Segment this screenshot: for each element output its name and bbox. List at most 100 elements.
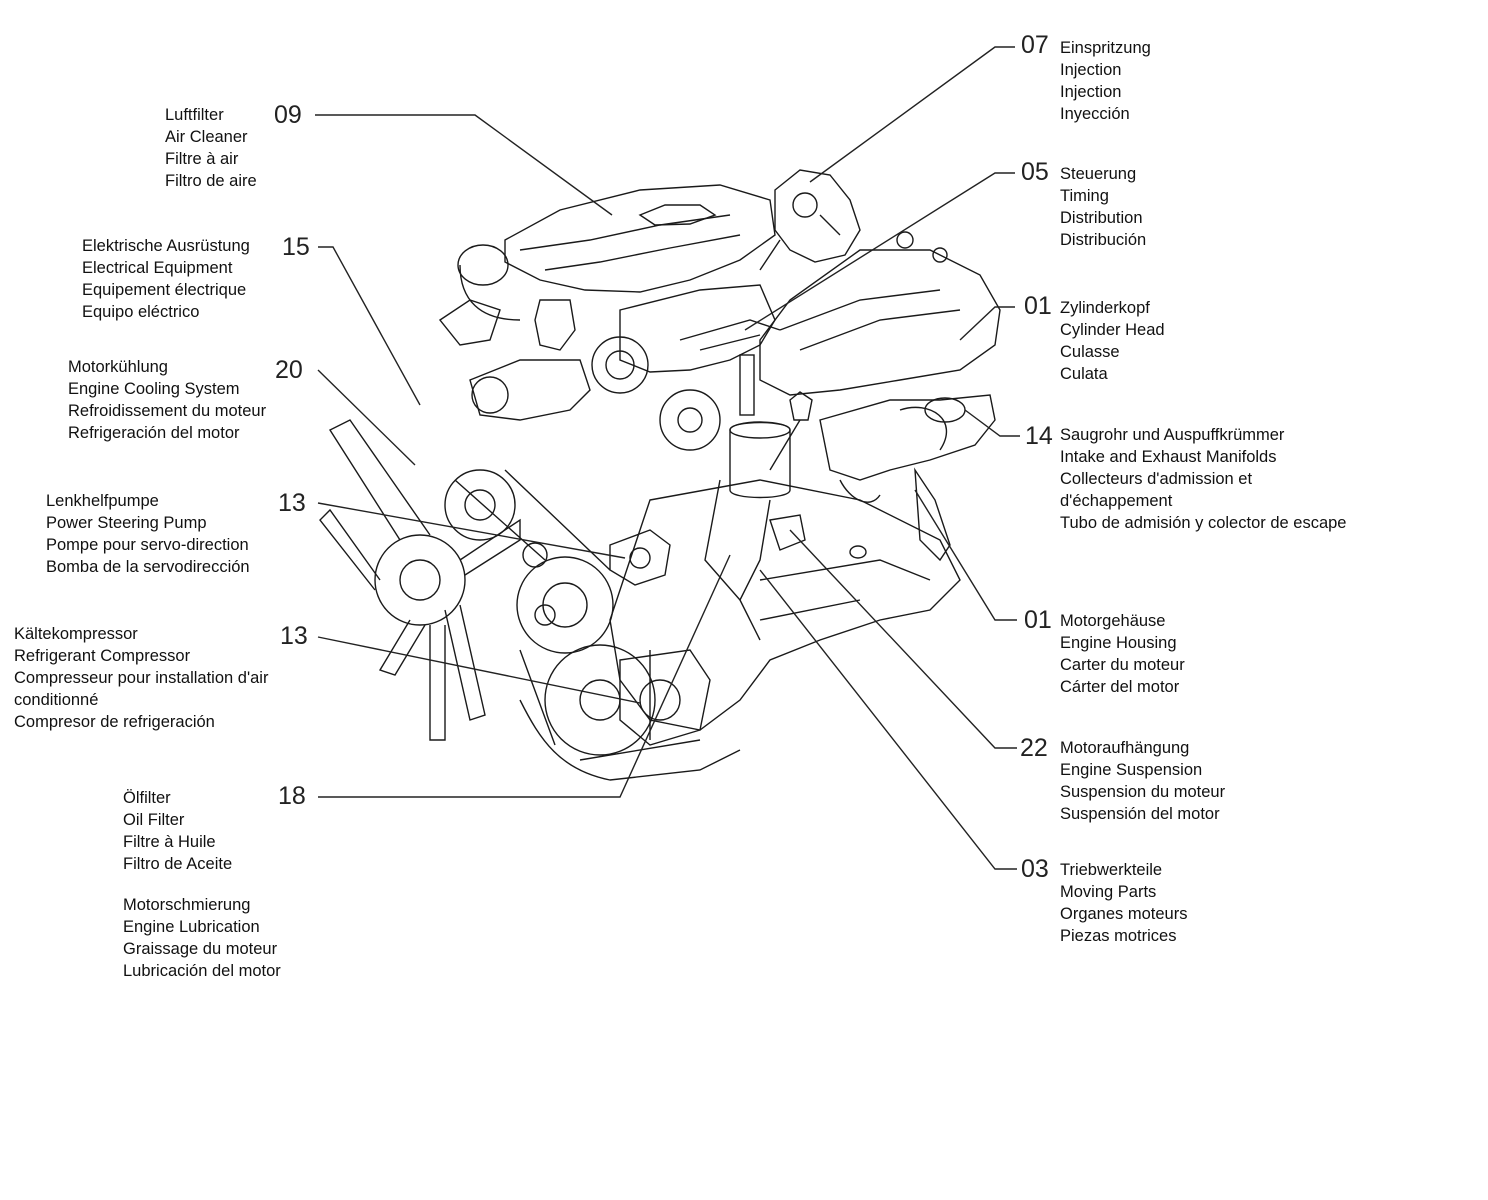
leader-22 [789, 529, 1017, 749]
label-line: Triebwerkteile [1060, 861, 1163, 879]
leader-13-steering [317, 502, 626, 559]
label-line: Moving Parts [1060, 883, 1157, 901]
label-line: Motoraufhängung [1060, 739, 1190, 757]
label-line: Engine Housing [1060, 634, 1177, 652]
label-line: Bomba de la servodirección [46, 558, 250, 576]
label-line: Motorkühlung [68, 358, 168, 376]
label-line: Tubo de admisión y colector de escape [1060, 514, 1347, 532]
label-line: Culasse [1060, 343, 1120, 361]
leader-13-compressor [317, 636, 641, 704]
callout-number-engine-suspension: 22 [1020, 734, 1048, 762]
callout-number-manifolds: 14 [1025, 422, 1053, 450]
label-line: Saugrohr und Auspuffkrümmer [1060, 426, 1285, 444]
callout-label-air-cleaner: Luftfilter Air Cleaner Filtre à air Filt… [165, 104, 257, 192]
label-line: Piezas motrices [1060, 927, 1177, 945]
callout-label-compressor: Kältekompressor Refrigerant Compressor C… [14, 623, 314, 733]
leader-20 [317, 369, 416, 466]
label-line: Inyección [1060, 105, 1130, 123]
label-line: Equipement électrique [82, 281, 247, 299]
leader-01-housing [914, 489, 1017, 621]
callout-label-injection: Einspritzung Injection Injection Inyecci… [1060, 37, 1151, 125]
callout-number-oil-filter: 18 [278, 782, 306, 810]
leader-14 [964, 409, 1020, 437]
callout-number-air-cleaner: 09 [274, 101, 302, 129]
label-line: Distribución [1060, 231, 1147, 249]
label-line: Refroidissement du moteur [68, 402, 267, 420]
label-line: Oil Filter [123, 811, 185, 829]
label-line: Filtre à air [165, 150, 239, 168]
leader-05 [744, 172, 1015, 331]
label-line: Lubricación del motor [123, 962, 281, 980]
label-line: Refrigerant Compressor [14, 647, 191, 665]
leader-07 [809, 46, 1015, 183]
label-engine-lubrication: Motorschmierung Engine Lubrication Grais… [123, 894, 281, 982]
label-line: Compresseur pour installation d'air cond… [14, 669, 269, 709]
label-line: Injection [1060, 61, 1122, 79]
callout-number-injection: 07 [1021, 31, 1049, 59]
label-line: Steuerung [1060, 165, 1137, 183]
callout-label-steering-pump: Lenkhelfpumpe Power Steering Pump Pompe … [46, 490, 250, 578]
leader-lines [315, 46, 1020, 870]
label-line: Luftfilter [165, 106, 224, 124]
label-line: Equipo eléctrico [82, 303, 200, 321]
label-line: Pompe pour servo-direction [46, 536, 249, 554]
label-line: Suspensión del motor [1060, 805, 1220, 823]
label-line: Collecteurs d'admission et [1060, 470, 1253, 488]
callout-label-electrical: Elektrische Ausrüstung Electrical Equipm… [82, 235, 250, 323]
label-line: Elektrische Ausrüstung [82, 237, 250, 255]
leader-09 [315, 114, 613, 216]
callout-number-steering-pump: 13 [278, 489, 306, 517]
label-line: Power Steering Pump [46, 514, 207, 532]
callout-number-cooling: 20 [275, 356, 303, 384]
label-line: Motorgehäuse [1060, 612, 1166, 630]
label-line: Compresor de refrigeración [14, 713, 215, 731]
callout-label-engine-housing: Motorgehäuse Engine Housing Carter du mo… [1060, 610, 1185, 698]
callout-label-cylinder-head: Zylinderkopf Cylinder Head Culasse Culat… [1060, 297, 1165, 385]
label-line: Cylinder Head [1060, 321, 1165, 339]
callout-number-electrical: 15 [282, 233, 310, 261]
label-line: d'échappement [1060, 492, 1173, 510]
label-line: Carter du moteur [1060, 656, 1185, 674]
callout-label-moving-parts: Triebwerkteile Moving Parts Organes mote… [1060, 859, 1187, 947]
leader-01-head [959, 306, 1015, 341]
callout-label-timing: Steuerung Timing Distribution Distribuci… [1060, 163, 1146, 251]
label-line: Einspritzung [1060, 39, 1151, 57]
label-line: Ölfilter [123, 789, 171, 807]
label-line: Air Cleaner [165, 128, 248, 146]
label-line: Kältekompressor [14, 625, 138, 643]
label-line: Cárter del motor [1060, 678, 1180, 696]
label-line: Refrigeración del motor [68, 424, 240, 442]
callout-label-manifolds: Saugrohr und Auspuffkrümmer Intake and E… [1060, 424, 1346, 534]
label-line: Engine Suspension [1060, 761, 1203, 779]
label-line: Filtre à Huile [123, 833, 216, 851]
label-line: Filtro de aire [165, 172, 257, 190]
label-line: Organes moteurs [1060, 905, 1188, 923]
callout-label-engine-suspension: Motoraufhängung Engine Suspension Suspen… [1060, 737, 1225, 825]
callout-label-oil-filter: Ölfilter Oil Filter Filtre à Huile Filtr… [123, 787, 232, 875]
callout-number-engine-housing: 01 [1024, 606, 1052, 634]
callout-number-compressor: 13 [280, 622, 308, 650]
label-line: Engine Lubrication [123, 918, 260, 936]
label-line: Lenkhelfpumpe [46, 492, 159, 510]
callout-number-cylinder-head: 01 [1024, 292, 1052, 320]
label-line: Graissage du moteur [123, 940, 278, 958]
label-line: Filtro de Aceite [123, 855, 233, 873]
callout-number-timing: 05 [1021, 158, 1049, 186]
label-line: Injection [1060, 83, 1122, 101]
label-line: Distribution [1060, 209, 1143, 227]
label-line: Culata [1060, 365, 1108, 383]
leader-03 [759, 569, 1017, 870]
engine-drawing [319, 169, 1001, 781]
label-line: Intake and Exhaust Manifolds [1060, 448, 1277, 466]
label-line: Timing [1060, 187, 1109, 205]
leader-18 [318, 554, 731, 798]
label-line: Zylinderkopf [1060, 299, 1150, 317]
label-line: Electrical Equipment [82, 259, 233, 277]
label-line: Engine Cooling System [68, 380, 240, 398]
label-line: Motorschmierung [123, 896, 251, 914]
callout-number-moving-parts: 03 [1021, 855, 1049, 883]
label-line: Suspension du moteur [1060, 783, 1226, 801]
leader-15 [318, 246, 421, 406]
